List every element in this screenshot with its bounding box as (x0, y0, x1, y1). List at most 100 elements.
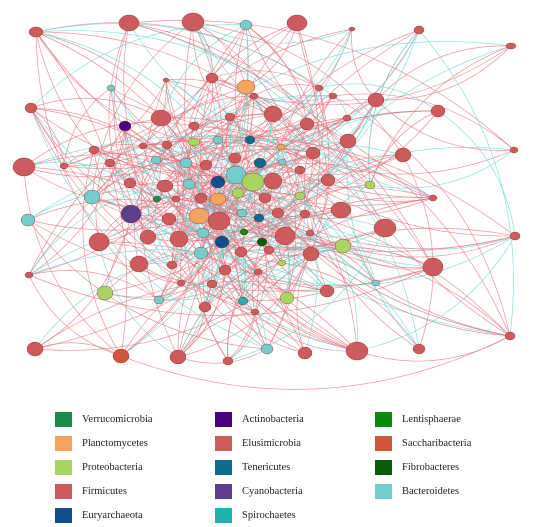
legend-label: Bacteroidetes (402, 485, 460, 497)
network-node (249, 92, 259, 100)
positive-edge (28, 266, 434, 316)
legend-label: Firmicutes (82, 485, 127, 497)
positive-edge (91, 125, 126, 198)
negative-edge (369, 149, 515, 189)
negative-edge (166, 41, 512, 146)
positive-edge (30, 107, 190, 185)
network-node (509, 146, 519, 154)
network-node (228, 152, 242, 164)
network-nodes (12, 12, 521, 366)
legend-item-verrucomicrobia: Verrucomicrobia (55, 410, 153, 428)
negative-edge (299, 195, 358, 352)
network-node (253, 268, 263, 276)
negative-edge (261, 227, 386, 250)
network-node (153, 295, 165, 305)
network-node (256, 237, 268, 247)
positive-edge (28, 125, 126, 276)
network-node (342, 114, 352, 122)
positive-edge (23, 166, 288, 299)
positive-edge (205, 99, 377, 166)
network-node (277, 259, 287, 267)
network-node (299, 117, 315, 131)
positive-edge (165, 79, 358, 352)
positive-edge (375, 99, 515, 151)
network-node (176, 279, 186, 287)
network-node (320, 173, 336, 187)
negative-edge (280, 146, 318, 354)
network-node (150, 155, 162, 165)
positive-edge (245, 24, 308, 125)
network-node (150, 109, 172, 127)
positive-edge (28, 274, 122, 357)
positive-edge (227, 311, 256, 362)
positive-edge (266, 22, 320, 350)
network-node (212, 135, 224, 145)
network-node (305, 229, 315, 237)
network-node (152, 195, 162, 203)
positive-edge (177, 311, 256, 358)
legend-label: Spirochaetes (242, 509, 296, 521)
legend-swatch (215, 483, 232, 499)
positive-edge (193, 141, 328, 292)
positive-edge (35, 31, 195, 143)
network-node (236, 208, 248, 218)
network-node (276, 143, 286, 151)
legend-item-actinobacteria: Actinobacteria (215, 410, 304, 428)
network-node (237, 296, 249, 306)
network-node (12, 157, 36, 177)
positive-edge (138, 263, 328, 301)
negative-edge (192, 21, 353, 44)
positive-edge (104, 252, 202, 294)
positive-edge (142, 145, 314, 169)
positive-edge (91, 21, 194, 198)
positive-edge (192, 21, 404, 156)
positive-edge (35, 31, 314, 154)
positive-edge (165, 78, 274, 115)
negative-edge (104, 253, 312, 301)
legend-label: Cyanobacteria (242, 485, 303, 497)
network-node (239, 19, 253, 31)
network-node (244, 135, 256, 145)
negative-edge (30, 24, 247, 109)
positive-edge (259, 154, 404, 176)
network-node (505, 42, 517, 50)
negative-edge (30, 107, 268, 350)
positive-edge (227, 271, 259, 362)
legend-item-cyanobacteria: Cyanobacteria (215, 482, 303, 500)
network-node (241, 172, 265, 192)
positive-edge (192, 21, 231, 118)
positive-edge (253, 95, 511, 337)
positive-edge (35, 22, 320, 89)
network-node (222, 356, 234, 366)
negative-edge (28, 249, 328, 292)
positive-edge (30, 107, 283, 264)
positive-edge (93, 24, 247, 151)
positive-edge (253, 83, 320, 97)
legend-swatch (215, 435, 232, 451)
legend-swatch (55, 435, 72, 451)
legend-label: Fibrobacteres (402, 461, 460, 473)
co-occurrence-network (12, 12, 521, 390)
network-node (348, 26, 356, 32)
legend-swatch (55, 483, 72, 499)
positive-edge (299, 87, 324, 197)
network-node (194, 192, 208, 204)
network-node (59, 162, 69, 170)
network-node (210, 175, 226, 189)
positive-edge (202, 22, 298, 308)
negative-edge (198, 116, 232, 217)
positive-edge (95, 125, 126, 243)
positive-edge (34, 253, 312, 351)
legend-item-bacteroidetes: Bacteroidetes (375, 482, 459, 500)
positive-edge (171, 157, 236, 266)
network-node (367, 92, 385, 108)
negative-edge (160, 24, 247, 119)
positive-edge (30, 97, 162, 119)
positive-edge (193, 125, 386, 229)
network-node (250, 308, 260, 316)
positive-edge (34, 342, 122, 357)
positive-edge (166, 22, 298, 146)
network-node (112, 348, 130, 364)
network-node (181, 12, 205, 32)
positive-edge (241, 110, 439, 214)
